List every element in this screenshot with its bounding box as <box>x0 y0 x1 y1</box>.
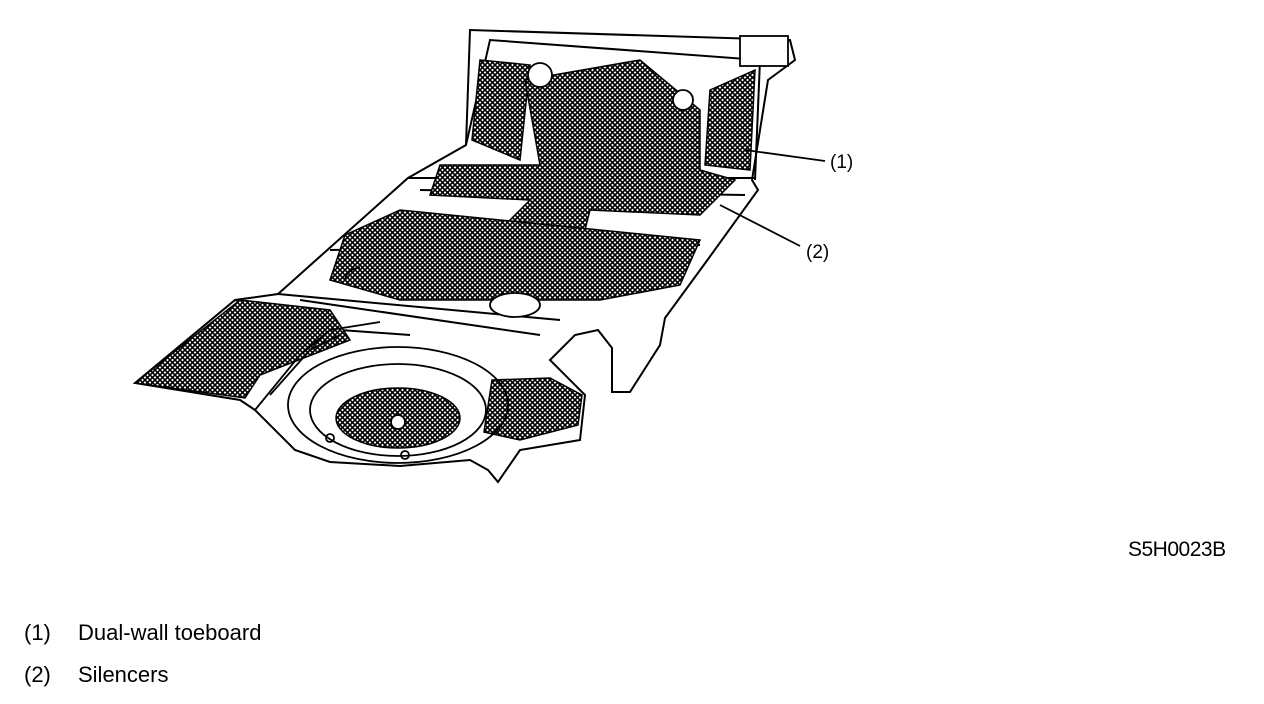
figure-code: S5H0023B <box>1128 538 1226 561</box>
leader-lines <box>719 149 826 247</box>
legend-text: Silencers <box>78 662 169 687</box>
toeboard-panel <box>704 68 756 171</box>
front-floor-silencer <box>329 209 702 301</box>
callout-label: (2) <box>806 242 829 263</box>
silencer-pads <box>133 59 756 449</box>
toeboard-panel <box>471 59 531 162</box>
callout-label: (1) <box>830 152 853 173</box>
legend-item: (1) Dual-wall toeboard <box>24 612 261 654</box>
legend-text: Dual-wall toeboard <box>78 620 262 645</box>
spare-tire-well <box>254 35 789 464</box>
legend-item: (2) Silencers <box>24 654 261 696</box>
legend-number: (2) <box>24 662 51 687</box>
legend: (1) Dual-wall toeboard (2) Silencers <box>24 612 261 696</box>
rear-floor-silencer <box>133 299 352 399</box>
legend-number: (1) <box>24 620 51 645</box>
step-silencer <box>483 377 583 441</box>
